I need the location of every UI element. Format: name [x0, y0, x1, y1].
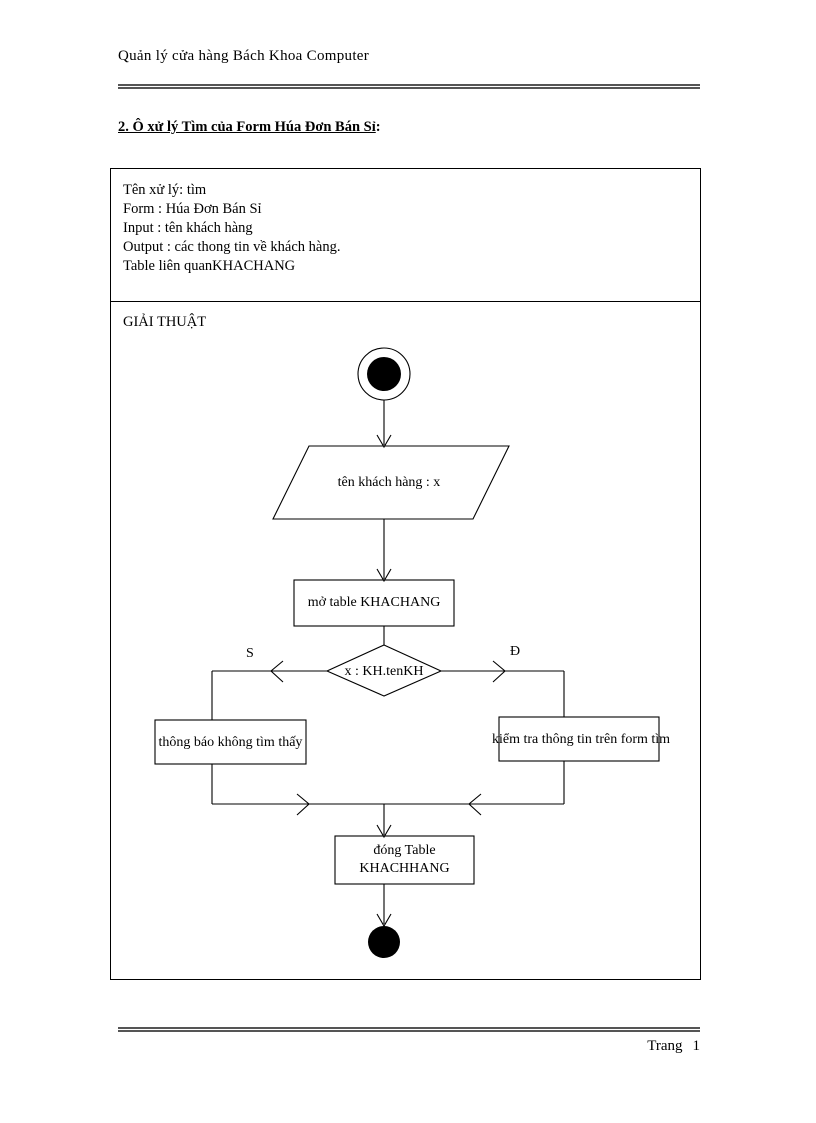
page-title-text: 2. Ô xử lý Tìm của Form Húa Đơn Bán Sỉ — [118, 119, 376, 135]
not-found-label: thông báo không tìm thấy — [158, 735, 303, 750]
decision-diamond — [325, 644, 443, 697]
input-parallelogram — [272, 445, 510, 520]
branch-false-label: S — [246, 646, 254, 661]
info-line-name: Tên xử lý: tìm — [123, 182, 207, 198]
check-form-label: kiểm tra thông tin trên form tìm — [492, 732, 671, 747]
process-info-block: Tên xử lý: tìm Form : Húa Đơn Bán Sỉ Inp… — [123, 181, 340, 276]
close-table-label-line1: đóng Table — [373, 843, 436, 858]
page-title-colon: : — [375, 119, 381, 135]
running-header: Quản lý cửa hàng Bách Khoa Computer — [118, 48, 370, 64]
info-line-table: Table liên quanKHACHANG — [123, 258, 296, 274]
algorithm-label: GIẢI THUẬT — [123, 314, 207, 330]
not-found-box — [154, 719, 307, 765]
footer-page-number: 1 — [692, 1038, 701, 1054]
open-table-label: mở table KHACHANG — [307, 595, 441, 610]
info-line-output: Output : các thong tin về khách hàng. — [123, 239, 341, 255]
content-frame: Tên xử lý: tìm Form : Húa Đơn Bán Sỉ Inp… — [110, 168, 701, 980]
branch-true-label: Đ — [510, 644, 521, 659]
start-node-dot — [367, 357, 401, 391]
open-table-box — [293, 579, 455, 627]
header-rule — [118, 84, 700, 89]
info-line-input: Input : tên khách hàng — [123, 220, 253, 236]
decision-label: x : KH.tenKH — [344, 664, 424, 679]
input-node-label: tên khách hàng : x — [337, 475, 441, 490]
page-footer: Trang 1 — [0, 1038, 700, 1055]
footer-label: Trang — [647, 1038, 683, 1054]
close-table-label-line2: KHACHHANG — [359, 861, 450, 876]
footer-rule — [118, 1027, 700, 1032]
close-table-box — [334, 835, 475, 885]
page-title: 2. Ô xử lý Tìm của Form Húa Đơn Bán Sỉ: — [118, 119, 381, 136]
flowchart: tên khách hàng : x mở table KHACHANG x :… — [111, 169, 702, 981]
check-form-box — [498, 716, 660, 762]
end-node-dot — [368, 926, 400, 958]
info-line-form: Form : Húa Đơn Bán Sỉ — [123, 201, 262, 217]
frame-divider — [111, 301, 700, 302]
